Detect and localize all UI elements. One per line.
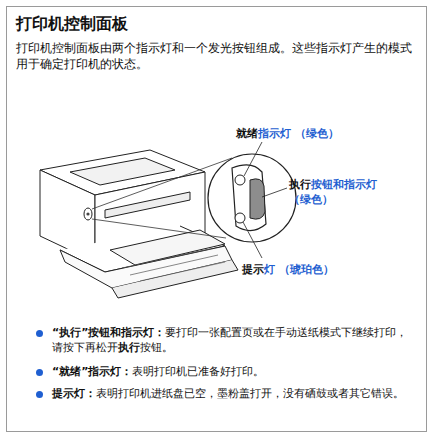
- label-text: （绿色）: [295, 127, 339, 140]
- label-text: （琥珀色）: [279, 263, 334, 276]
- label-text: 打印机控制面板由两个指示灯和一个发光按钮组成。这些指示灯产生的模式用于确定打印机…: [16, 41, 412, 71]
- attention-light-label: 提示灯 （琥珀色）: [242, 262, 412, 277]
- label-text: （绿色）: [289, 192, 419, 207]
- ready-light-note: “就绪”指示灯：表明打印机已准备好打印。: [52, 364, 412, 379]
- go-button-note: “执行”按钮和指示灯：要打印一张配置页或在手动送纸模式下继续打印，请按下再松开执…: [52, 325, 412, 356]
- ready-light-label: 就绪指示灯 （绿色）: [236, 126, 416, 141]
- label-text: 提示: [242, 263, 264, 276]
- bullet-dot: [36, 391, 43, 398]
- bullet-dot: [36, 369, 43, 376]
- intro-text: 打印机控制面板由两个指示灯和一个发光按钮组成。这些指示灯产生的模式用于确定打印机…: [16, 40, 416, 72]
- label-text: 灯: [264, 263, 275, 276]
- label-text: 按钮。: [140, 341, 173, 354]
- label-text: 提示灯：: [52, 387, 96, 400]
- label-text: “执行”按钮和指示灯：: [52, 326, 165, 339]
- label-text: 指示灯: [258, 127, 291, 140]
- label-text: 表明打印机进纸盘已空，墨粉盖打开，没有硒鼓或者其它错误。: [96, 387, 404, 400]
- label-text: 表明打印机已准备好打印。: [132, 365, 264, 378]
- label-text: 执行: [289, 178, 311, 191]
- bullet-dot: [36, 330, 43, 337]
- label-text: “就绪”指示灯：: [52, 365, 132, 378]
- panel-title: 打印机控制面板: [16, 14, 128, 35]
- attention-light-note: 提示灯：表明打印机进纸盘已空，墨粉盖打开，没有硒鼓或者其它错误。: [52, 386, 412, 401]
- go-button-label: 执行按钮和指示灯（绿色）: [289, 177, 419, 208]
- label-text: 按钮和指示灯: [311, 178, 377, 191]
- label-text: 就绪: [236, 127, 258, 140]
- label-text: 执行: [118, 341, 140, 354]
